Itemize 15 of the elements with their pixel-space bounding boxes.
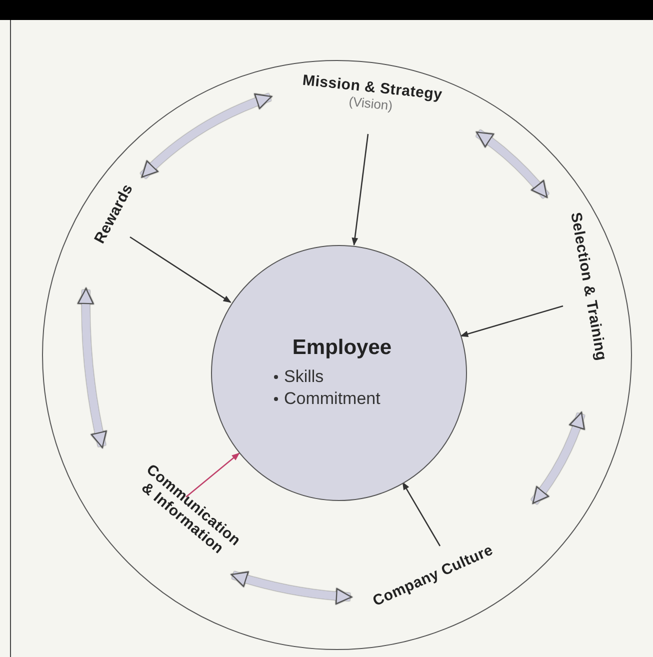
arrow [460, 305, 564, 338]
arrow [130, 236, 232, 303]
arrow [402, 482, 441, 546]
double-arrow [230, 571, 352, 604]
arrow [186, 452, 240, 498]
double-arrow [530, 412, 585, 504]
double-arrow [476, 130, 550, 199]
double-arrow [78, 288, 107, 448]
ring-circle [42, 60, 632, 650]
bullet-item: Skills [284, 366, 324, 388]
arrow [352, 134, 369, 246]
bullet-item: Commitment [284, 388, 380, 410]
double-arrow [140, 93, 272, 179]
circle-title: Employee [292, 336, 392, 360]
ring-label: Selection & Training [567, 211, 610, 362]
